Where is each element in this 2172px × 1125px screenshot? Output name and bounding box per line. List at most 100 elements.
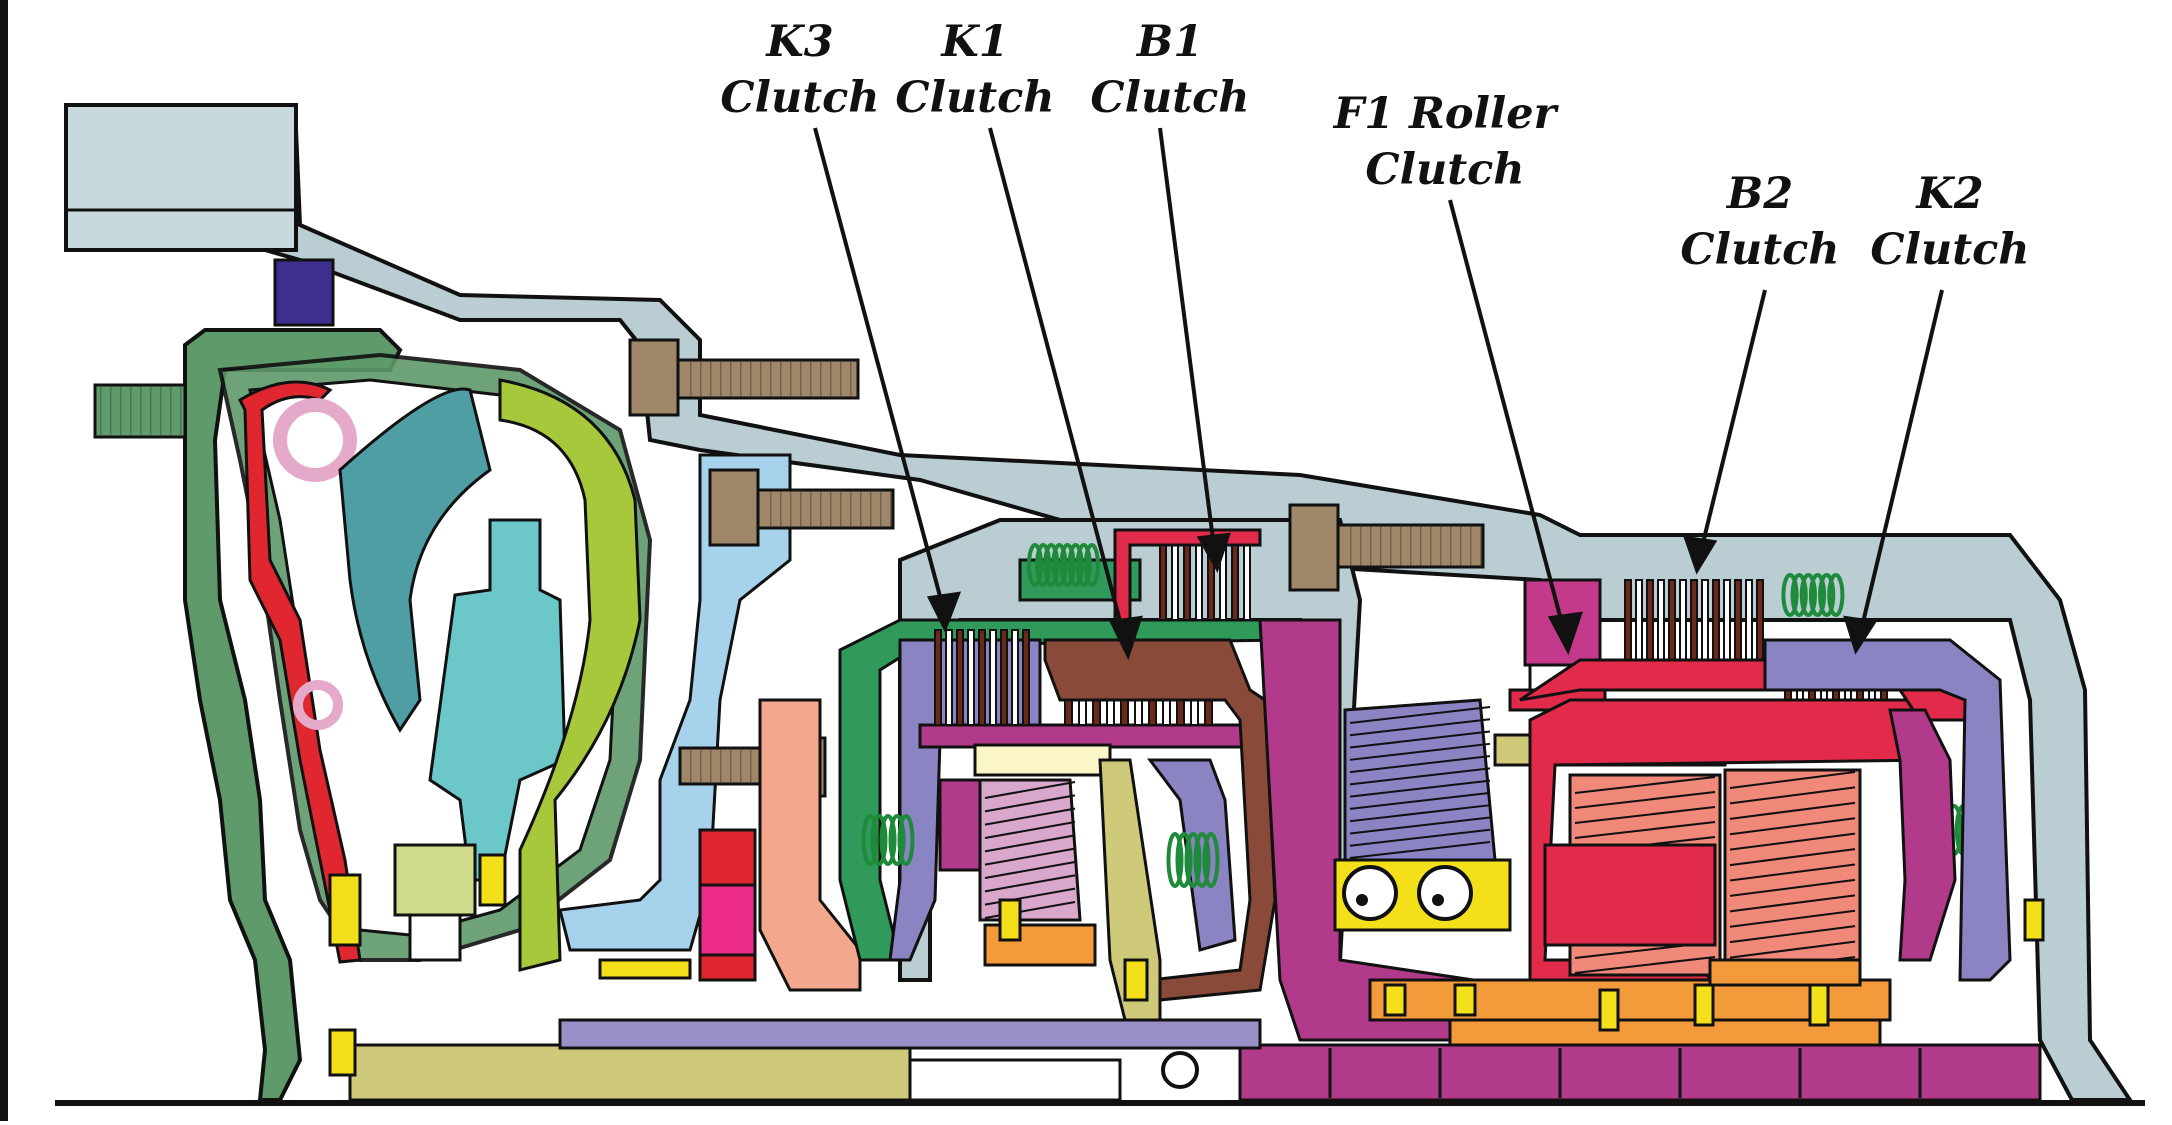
b2-clutch-pack [1624,579,1764,691]
baseline [55,1100,2145,1106]
seal-ring [1383,983,1407,1017]
gear-tooth [1574,956,1716,974]
label-b1-line1: B1 [1136,17,1204,67]
f1-roller-clutch [1523,578,1602,667]
gear-tooth [984,807,1076,826]
gear-tooth [1574,806,1716,824]
gear-tooth [1729,832,1856,851]
gear-tooth [984,821,1076,839]
spring-coil [1781,573,1799,617]
red-fluid-tube [238,380,362,964]
spring-coil [1184,832,1202,888]
spring-coil [1790,573,1808,617]
spring-coil [1067,543,1084,587]
gear-tooth [1729,801,1856,820]
k3-clutch-pack [934,629,1030,726]
clutch-plate [1022,629,1030,726]
spring-coil [1075,543,1092,587]
label-b2-line2: Clutch [1680,225,1840,275]
label-f1-line2: Clutch [1365,145,1525,195]
gear-tooth [984,847,1076,866]
clutch-plate [1243,544,1251,621]
clutch-plate [1011,629,1019,726]
gear-tooth [1729,786,1856,805]
spring-coil [879,814,897,866]
gear-tooth [984,874,1076,893]
housing-mount-block [64,103,298,252]
seal-ring [2023,898,2045,942]
left-frame-edge [0,0,8,1121]
gear-tooth [1574,791,1716,809]
spring-coil [1818,573,1836,617]
gear-tooth [1729,940,1856,959]
gear-tooth [1349,706,1491,724]
planetary-gear-teeth [1349,706,1491,859]
clutch-plate [967,629,975,726]
gear-carrier-magenta [938,778,982,872]
clutch-plate [978,629,986,726]
spring-coil [870,814,888,866]
label-k2-line2: Clutch [1870,225,2030,275]
spring-coil [1202,832,1220,888]
f1-arrow [1448,199,1567,636]
gear-tooth [1729,817,1856,836]
bolt-right [1288,503,1485,592]
spring-coil [1799,573,1817,617]
shaft-light-band [558,1018,1262,1050]
label-b1-line2: Clutch [1090,73,1250,123]
seal-ring [1598,988,1620,1032]
gear-tooth [1729,878,1856,897]
stator-teal [338,387,492,733]
seal-ring [328,1028,357,1077]
clutch-plate [945,629,953,726]
gear-tooth [1349,767,1491,786]
b1-piston-purple [1147,758,1237,952]
k1-arrow [988,127,1127,641]
pump-hub-salmon [758,698,862,992]
seal-ring [1453,983,1477,1017]
clutch-plate [956,629,964,726]
seal-ring [1693,983,1715,1027]
red-center-block [1543,843,1717,947]
spring-coil [1026,543,1044,587]
pink-valve-block [698,883,757,957]
roller-right [1417,865,1473,921]
spring-coil [1059,543,1076,587]
label-k3-clutch: K3 Clutch [720,14,880,126]
gear-tooth [1729,771,1856,789]
spring-coil [897,814,915,866]
label-k2-clutch: K2 Clutch [1870,166,2030,278]
gear-tooth [1349,718,1491,737]
seal-rings [328,898,2045,1077]
spring-coil [1827,573,1845,617]
turbine-hub [393,843,477,917]
k2-hub-magenta [1888,708,1957,962]
clutch-plate [989,629,997,726]
clutch-plate [1183,544,1191,621]
label-k1-clutch: K1 Clutch [895,14,1055,126]
label-k1-line1: K1 [941,17,1009,67]
gear-tooth [1729,863,1856,882]
gear-tooth [1729,848,1856,867]
sun-gear-pink [978,778,1082,922]
clutch-plate [1159,544,1167,621]
pink-ring-upper [273,398,357,482]
roller-left [1342,865,1398,921]
gear-tooth [1729,909,1856,928]
spring-coil [1083,543,1100,587]
gear-tooth [984,794,1076,813]
gear-tooth [1729,894,1856,913]
impeller-lime [498,378,642,972]
clutch-plate [934,629,942,726]
label-k3-line1: K3 [766,17,834,67]
gear-tooth [984,861,1076,879]
spring-coil [1166,832,1184,888]
gear-tooth [1574,776,1716,794]
seal-ring [1123,958,1149,1002]
label-f1-roller-clutch: F1 Roller Clutch [1330,86,1560,198]
gear-tooth [984,834,1076,853]
red-valve-block [698,828,757,887]
k3-arrow [813,127,947,616]
